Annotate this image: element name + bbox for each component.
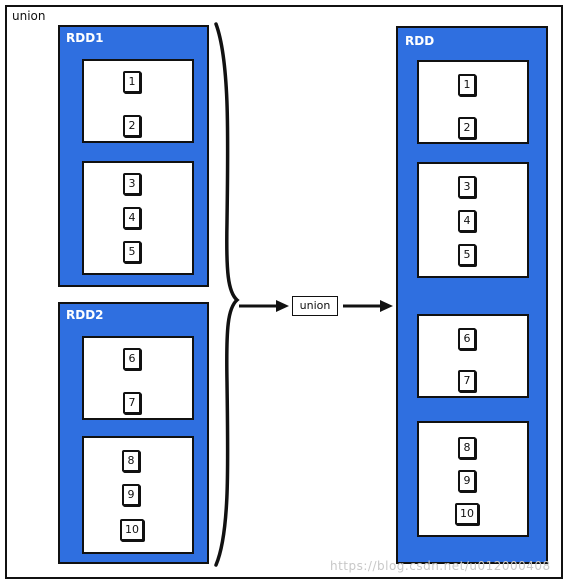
rdd2-container: RDD2 6 7 8 9 10 [58,302,209,564]
result-item: 6 [458,328,476,350]
rdd2-item: 8 [122,450,140,472]
watermark-text: https://blog.csdn.net/u012000408 [330,559,551,573]
rdd2-item: 6 [123,348,141,370]
rdd2-partition-2: 8 9 10 [82,436,194,554]
result-rdd-container: RDD 1 2 3 4 5 6 7 8 9 10 [396,26,548,564]
arrow-to-union-icon [239,300,289,312]
rdd1-item: 5 [123,241,141,263]
result-item: 7 [458,370,476,392]
result-rdd-title: RDD [405,34,435,48]
rdd2-item: 9 [122,484,140,506]
rdd2-title: RDD2 [66,308,104,322]
rdd2-item: 7 [123,392,141,414]
rdd1-container: RDD1 1 2 3 4 5 [58,25,209,287]
result-partition-3: 6 7 [417,314,529,398]
result-item: 4 [458,210,476,232]
rdd2-item: 10 [120,519,144,541]
result-item: 3 [458,176,476,198]
rdd1-title: RDD1 [66,31,104,45]
rdd1-item: 3 [123,173,141,195]
frame-label: union [12,9,46,23]
result-item: 2 [458,117,476,139]
rdd1-item: 2 [123,115,141,137]
rdd1-partition-2: 3 4 5 [82,161,194,275]
arrow-to-result-icon [343,300,393,312]
result-item: 9 [458,470,476,492]
rdd1-item: 1 [123,71,141,93]
result-partition-1: 1 2 [417,60,529,144]
result-item: 8 [458,437,476,459]
result-item: 5 [458,244,476,266]
rdd2-partition-1: 6 7 [82,336,194,420]
union-operation-box: union [292,296,338,316]
result-partition-4: 8 9 10 [417,421,529,537]
rdd1-item: 4 [123,207,141,229]
result-partition-2: 3 4 5 [417,162,529,278]
result-item: 10 [455,503,479,525]
result-item: 1 [458,74,476,96]
curly-brace [214,22,240,567]
rdd1-partition-1: 1 2 [82,59,194,143]
